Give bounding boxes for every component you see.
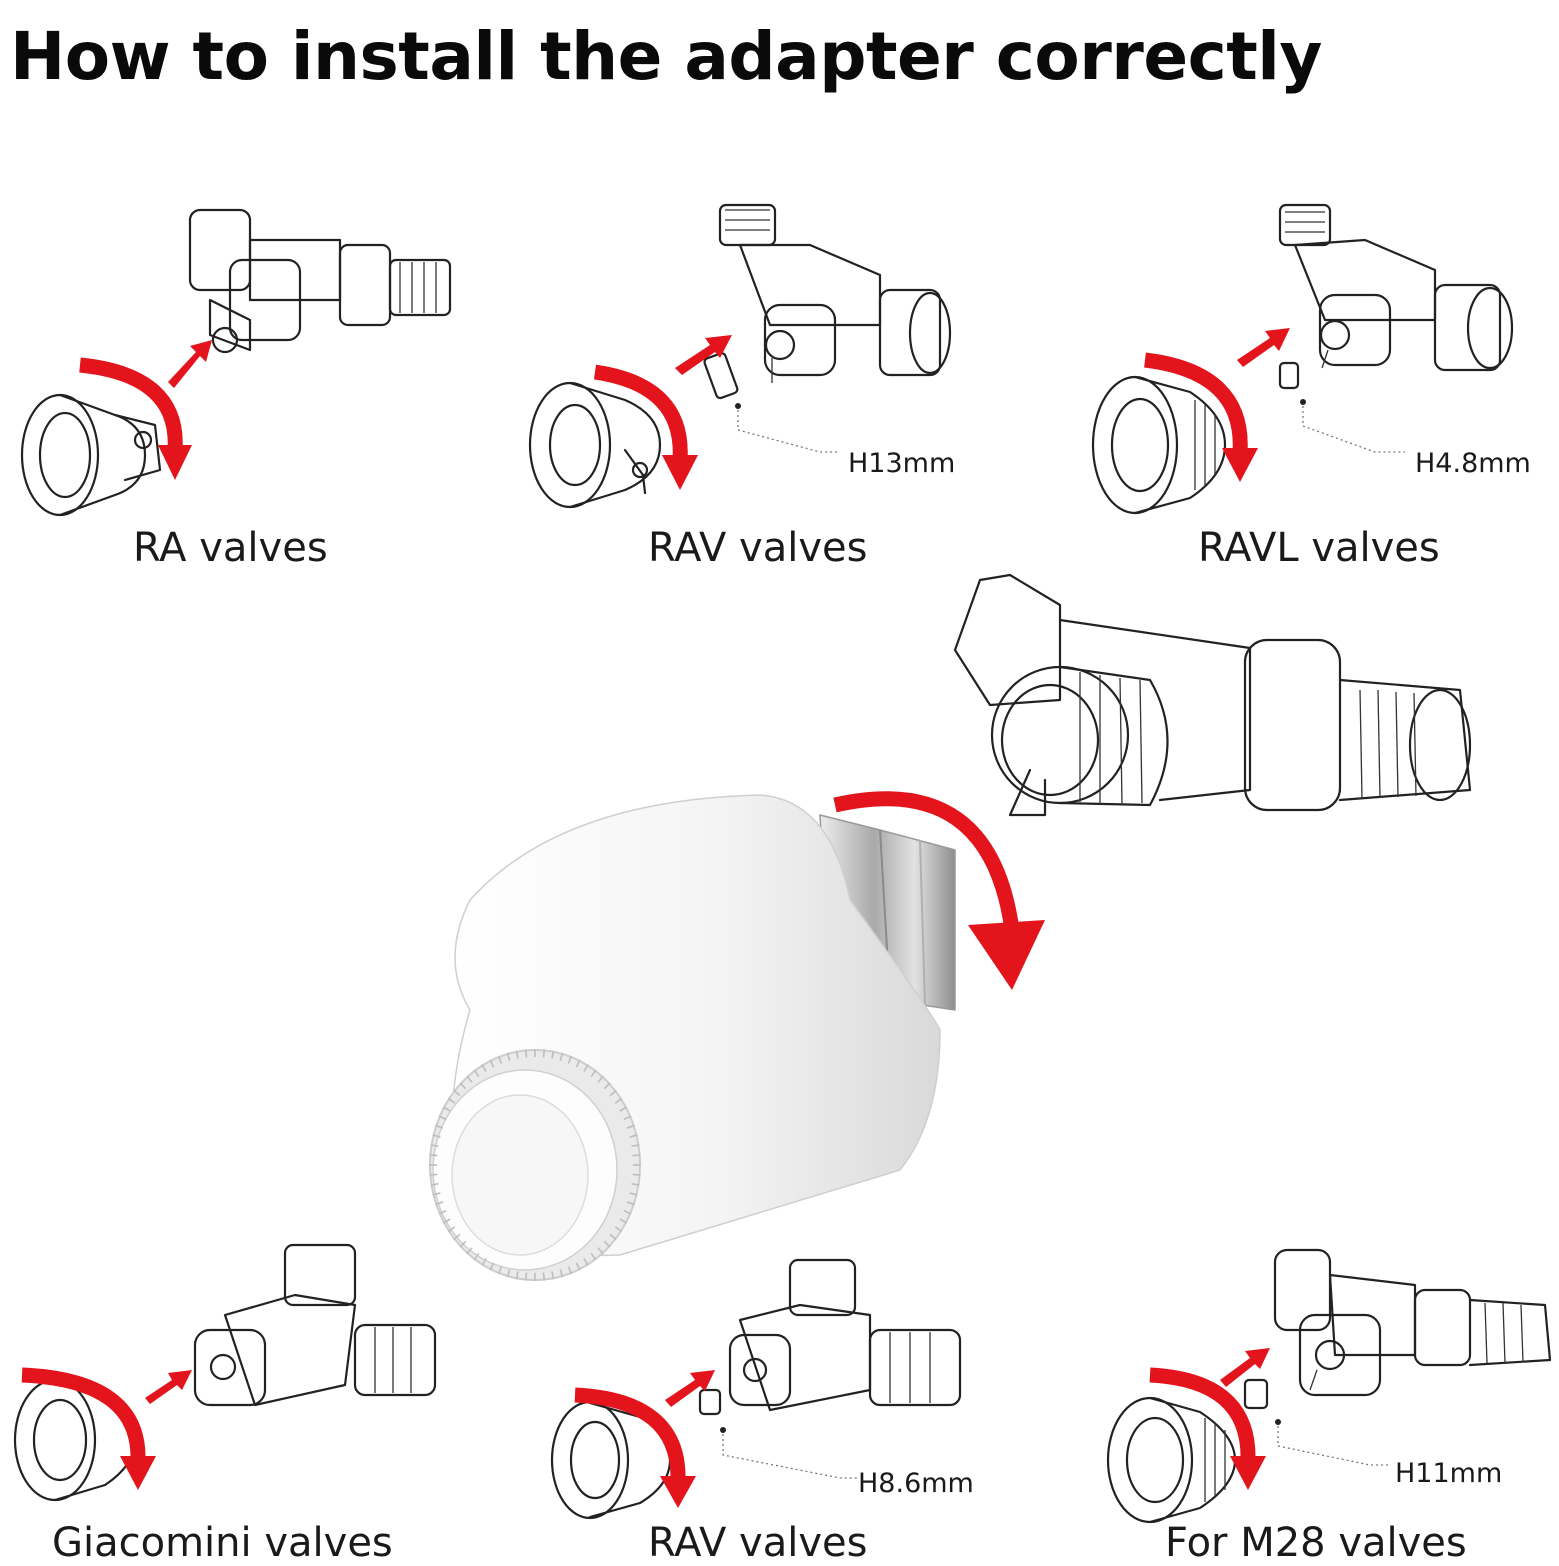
- dial-tick: [524, 1049, 528, 1058]
- dial-tick: [429, 1154, 438, 1157]
- dial-tick: [435, 1201, 444, 1206]
- dial-tick: [442, 1218, 451, 1224]
- dial-tick: [631, 1144, 640, 1148]
- valve-label-ra: RA valves: [133, 525, 328, 571]
- rotate-arrow-main: [833, 791, 1020, 932]
- dial-tick: [473, 1069, 480, 1077]
- dial-tick: [453, 1233, 461, 1241]
- m28-valve-illustration: [1106, 1248, 1552, 1524]
- dial-tick: [497, 1055, 503, 1064]
- dial-tick: [481, 1258, 487, 1266]
- dial-tick: [567, 1266, 573, 1275]
- dial-tick: [626, 1201, 635, 1206]
- dial-tick: [567, 1055, 573, 1064]
- dial-tick: [597, 1075, 604, 1083]
- dial-tick: [438, 1209, 447, 1215]
- dial-tick: [430, 1144, 439, 1148]
- valve-label-m28: For M28 valves: [1165, 1520, 1467, 1566]
- dial-tick: [619, 1218, 628, 1224]
- rav-valve-illustration: [528, 203, 952, 509]
- rotate-arrow: [79, 357, 183, 451]
- dial-tick: [575, 1262, 581, 1271]
- valve-label-giacomini: Giacomini valves: [52, 1520, 393, 1566]
- valve-label-ravl: RAVL valves: [1198, 525, 1440, 571]
- dial-tick: [524, 1272, 528, 1281]
- panel-m28-valves: H11mm For M28 valves: [1090, 1240, 1559, 1566]
- dial-tick: [489, 1059, 495, 1068]
- dial-tick: [466, 1247, 473, 1255]
- dial-tick: [575, 1059, 581, 1068]
- dial-tick: [542, 1049, 546, 1058]
- dimension-label-h13: H13mm: [848, 448, 956, 479]
- giacomini-valve-illustration: [13, 1243, 437, 1502]
- dial-tick: [506, 1052, 511, 1061]
- dial-tick: [629, 1134, 638, 1138]
- dial-tick: [459, 1082, 467, 1090]
- dimension-label-h11: H11mm: [1395, 1458, 1503, 1489]
- panel-giacomini-valves: Giacomini valves: [0, 1230, 480, 1566]
- dial-tick: [632, 1154, 641, 1157]
- dimension-label-h8-6: H8.6mm: [858, 1468, 974, 1499]
- ravl-valve-illustration: [1091, 203, 1514, 515]
- dial-tick: [442, 1106, 451, 1112]
- panel-rav-valves-top: H13mm RAV valves: [520, 190, 1000, 590]
- dial-tick: [559, 1052, 564, 1061]
- dial-tick: [459, 1240, 467, 1248]
- dial-tick: [489, 1262, 495, 1271]
- dial-tick: [432, 1134, 441, 1138]
- dial-tick: [481, 1064, 487, 1072]
- valve-label-rav-top: RAV valves: [648, 525, 868, 571]
- dial-tick: [497, 1266, 503, 1275]
- dial-tick: [429, 1173, 438, 1176]
- dial-tick: [631, 1182, 640, 1186]
- ra-valve-illustration: [20, 208, 452, 517]
- dial-tick: [614, 1097, 623, 1104]
- page-title: How to install the adapter correctly: [10, 18, 1322, 95]
- dial-tick: [551, 1050, 555, 1059]
- dial-tick: [632, 1173, 641, 1176]
- dial-tick: [430, 1182, 439, 1186]
- dial-tick: [515, 1050, 519, 1059]
- panel-ravl-valves: H4.8mm RAVL valves: [1075, 190, 1559, 590]
- dial-tick: [629, 1192, 638, 1196]
- dial-tick: [438, 1115, 447, 1121]
- dial-tick: [619, 1106, 628, 1112]
- dial-tick: [447, 1226, 456, 1233]
- dial-tick: [603, 1082, 611, 1090]
- dial-tick: [609, 1089, 617, 1097]
- panel-rav-valves-bottom: H8.6mm RAV valves: [540, 1250, 1020, 1566]
- panel-ra-valves: RA valves: [0, 190, 480, 590]
- dial-tick: [626, 1124, 635, 1129]
- dial-tick: [435, 1124, 444, 1129]
- dial-tick: [590, 1069, 597, 1077]
- dial-tick: [473, 1253, 480, 1261]
- dial-tick: [453, 1089, 461, 1097]
- insert-arrow: [168, 340, 212, 388]
- dial-tick: [583, 1258, 589, 1266]
- dial-tick: [614, 1226, 623, 1233]
- dial-tick: [590, 1253, 597, 1261]
- dial-tick: [515, 1271, 519, 1280]
- large-valve-drawing: [953, 573, 1472, 817]
- dial-tick: [603, 1240, 611, 1248]
- dial-tick: [583, 1064, 589, 1072]
- dial-tick: [609, 1233, 617, 1241]
- rav-valve-bottom-illustration: [550, 1258, 962, 1520]
- dial-tick: [542, 1272, 546, 1281]
- dial-tick: [551, 1271, 555, 1280]
- dial-tick: [623, 1209, 632, 1215]
- valve-label-rav-bottom: RAV valves: [648, 1520, 868, 1566]
- dial-tick: [597, 1247, 604, 1255]
- dial-tick: [432, 1192, 441, 1196]
- dial-tick: [447, 1097, 456, 1104]
- dial-tick: [559, 1269, 564, 1278]
- dial-tick: [466, 1075, 473, 1083]
- dimension-label-h4-8: H4.8mm: [1415, 448, 1531, 479]
- dial-tick: [506, 1269, 511, 1278]
- dial-tick: [623, 1115, 632, 1121]
